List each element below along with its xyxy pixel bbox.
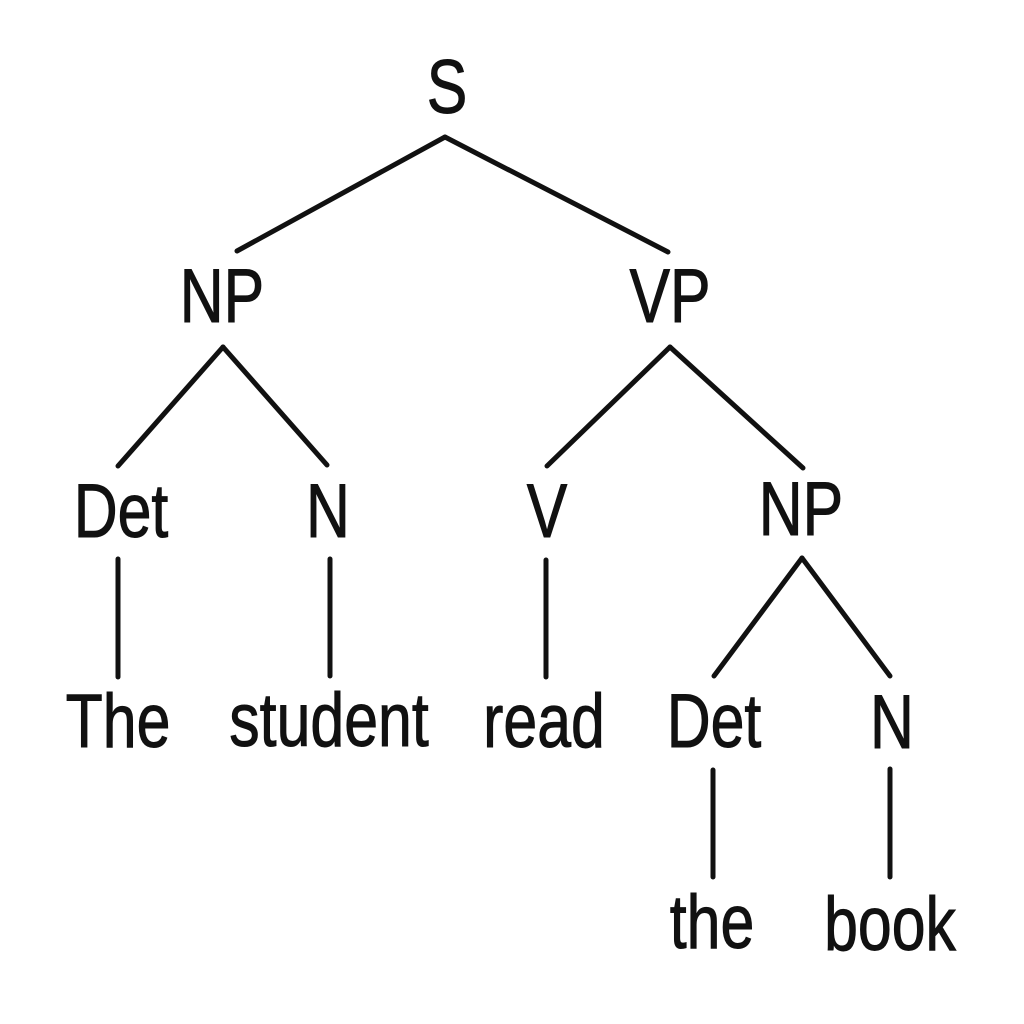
- tree-edge-VP-V: [544, 344, 673, 469]
- tree-edge-NP1-N1: [220, 344, 330, 468]
- tree-node-student: student: [229, 678, 429, 763]
- tree-node-the: the: [669, 880, 755, 965]
- tree-node-book: book: [824, 882, 957, 967]
- tree-node-N2: N: [870, 680, 915, 765]
- tree-edge-NP1-Det1: [115, 344, 226, 469]
- tree-node-S: S: [426, 45, 468, 130]
- tree-node-Det2: Det: [666, 679, 762, 764]
- tree-node-NP2: NP: [758, 467, 844, 552]
- tree-node-V: V: [526, 469, 568, 554]
- tree-edge-S-VP: [442, 134, 671, 255]
- tree-edge-S-NP1: [234, 134, 448, 254]
- tree-edge-NP2-Det2: [711, 555, 805, 679]
- tree-node-NP1: NP: [179, 254, 265, 339]
- tree-edge-VP-NP2: [667, 344, 806, 471]
- tree-node-Det1: Det: [73, 469, 169, 554]
- tree-node-N1: N: [306, 469, 351, 554]
- tree-node-read: read: [483, 679, 606, 764]
- tree-node-The: The: [65, 679, 171, 764]
- tree-node-VP: VP: [629, 254, 711, 339]
- tree-edge-NP2-N2: [799, 555, 893, 679]
